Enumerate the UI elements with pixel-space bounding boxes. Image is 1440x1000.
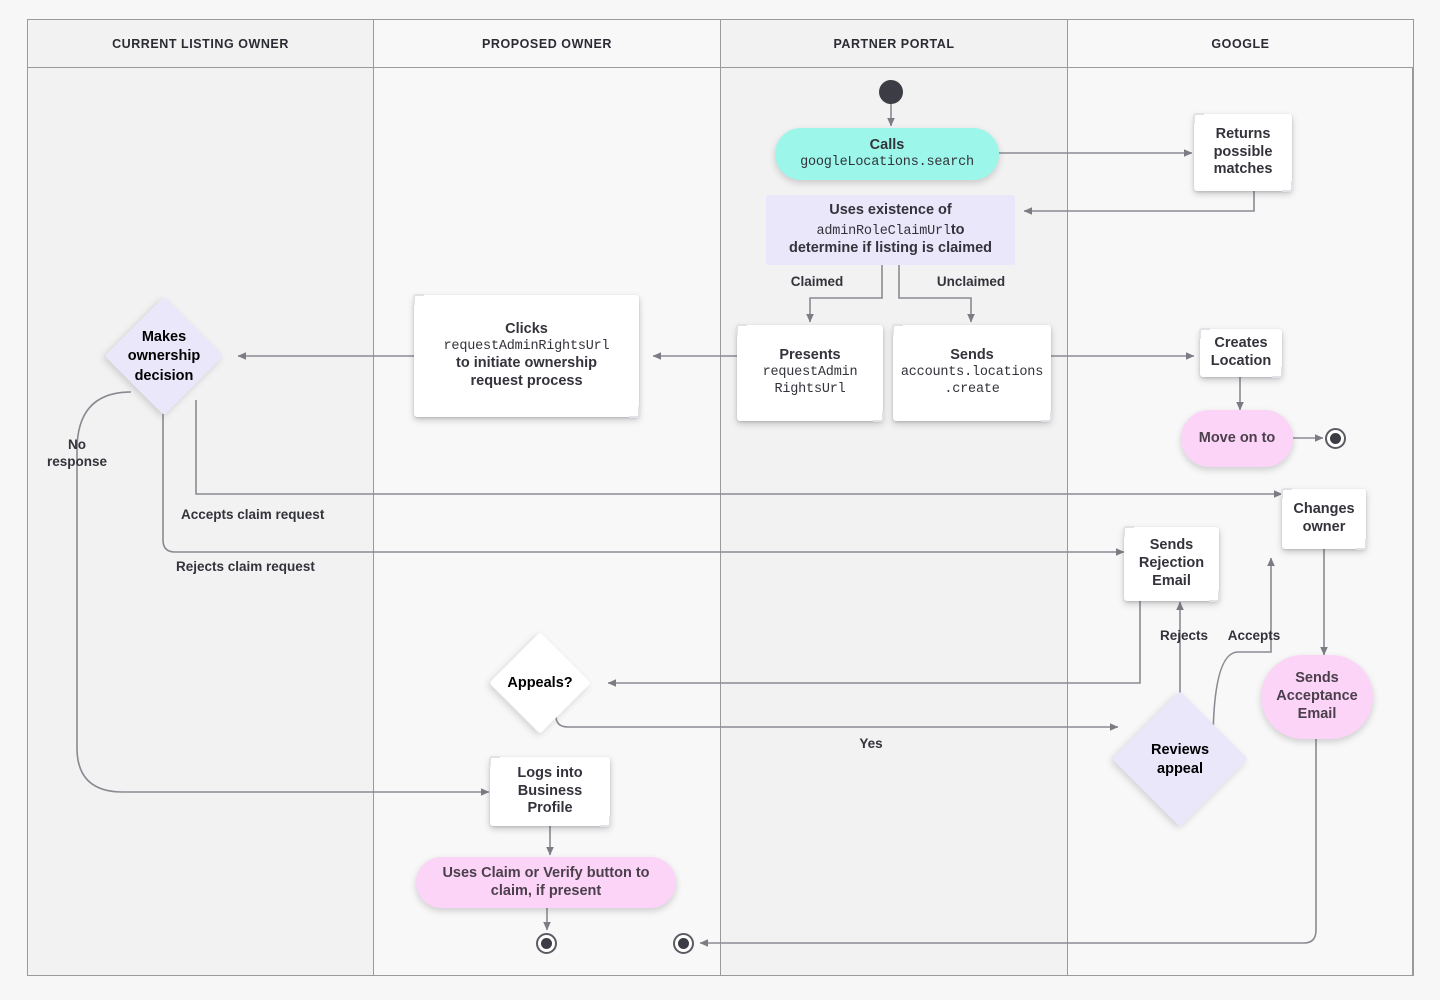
- lane-header-current-listing-owner: CURRENT LISTING OWNER: [28, 20, 374, 68]
- node-line: owner: [1302, 519, 1346, 535]
- end-node-proposed-owner: [536, 933, 557, 954]
- lane-body-proposed-owner: [374, 68, 721, 975]
- node-returns-possible-matches[interactable]: Returns possible matches: [1193, 113, 1293, 192]
- node-line: to initiate ownership: [456, 355, 597, 372]
- node-line: Sends: [1295, 670, 1339, 687]
- node-line: Sends: [1149, 537, 1194, 554]
- node-line: Returns: [1215, 125, 1271, 142]
- end-node-partner-portal: [673, 933, 694, 954]
- lane-label-current-listing-owner: CURRENT LISTING OWNER: [112, 36, 289, 51]
- edge-label-claimed: Claimed: [790, 274, 844, 289]
- node-line: adminRoleClaimUrl: [816, 223, 951, 239]
- node-line: claim, if present: [490, 882, 602, 899]
- edge-label-yes: Yes: [859, 736, 883, 751]
- node-makes-ownership-decision[interactable]: Makes ownership decision: [104, 296, 224, 416]
- node-line-mono-with-suffix: adminRoleClaimUrlto: [816, 220, 964, 241]
- lane-header-proposed-owner: PROPOSED OWNER: [374, 20, 721, 68]
- node-line: googleLocations.search: [800, 154, 974, 170]
- node-line: Uses Claim or Verify button to: [442, 864, 650, 881]
- node-line: Rejection: [1138, 555, 1205, 572]
- node-line: request process: [470, 373, 583, 390]
- node-line: appeal: [1157, 761, 1203, 777]
- node-line: RightsUrl: [774, 381, 846, 397]
- node-line: to: [950, 221, 965, 238]
- node-line: Location: [1210, 353, 1272, 369]
- start-node: [879, 80, 903, 104]
- node-line: Acceptance: [1276, 688, 1358, 705]
- node-changes-owner[interactable]: Changes owner: [1281, 488, 1367, 550]
- node-line: Move on to: [1198, 429, 1276, 446]
- edge-label-rejects: Rejects: [1159, 628, 1209, 643]
- node-line: Logs into: [517, 764, 583, 781]
- node-line: ownership: [127, 348, 201, 365]
- node-line: .create: [944, 381, 1000, 397]
- node-uses-claim-or-verify-button[interactable]: Uses Claim or Verify button to claim, if…: [416, 857, 676, 908]
- node-presents-request-admin-rights-url[interactable]: Presents requestAdmin RightsUrl: [736, 324, 884, 422]
- node-creates-location[interactable]: Creates Location: [1199, 328, 1283, 378]
- node-clicks-request-admin-rights-url[interactable]: Clicks requestAdminRightsUrl to initiate…: [413, 294, 640, 418]
- node-line: Business: [517, 782, 583, 799]
- lane-label-proposed-owner: PROPOSED OWNER: [482, 36, 612, 51]
- node-line: Uses existence of: [829, 201, 952, 218]
- node-line: Appeals?: [507, 675, 573, 692]
- node-line: Makes: [141, 328, 187, 345]
- node-move-on-to[interactable]: Move on to: [1181, 410, 1293, 467]
- node-line: Calls: [869, 136, 905, 153]
- edge-label-accepts-claim-request: Accepts claim request: [181, 507, 325, 522]
- edge-label-no-response: No response: [30, 437, 124, 471]
- node-line: Presents: [779, 347, 841, 364]
- edge-label-rejects-claim-request: Rejects claim request: [176, 559, 315, 574]
- node-line: matches: [1213, 161, 1273, 178]
- node-line: Reviews: [1150, 741, 1210, 758]
- diamond-label: Reviews appeal: [1132, 740, 1228, 779]
- lane-header-google: GOOGLE: [1068, 20, 1413, 68]
- lane-label-partner-portal: PARTNER PORTAL: [833, 36, 955, 51]
- node-line: Sends: [950, 347, 994, 364]
- diamond-label: Appeals?: [507, 673, 572, 692]
- node-line: requestAdmin: [762, 365, 858, 381]
- edge-label-line: response: [46, 453, 108, 469]
- edge-label-unclaimed: Unclaimed: [936, 274, 1006, 289]
- diamond-label: Makes ownership decision: [122, 327, 206, 385]
- node-sends-accounts-locations-create[interactable]: Sends accounts.locations .create: [892, 324, 1052, 422]
- node-appeals-decision[interactable]: Appeals?: [489, 632, 591, 734]
- node-reviews-appeal[interactable]: Reviews appeal: [1112, 691, 1248, 827]
- node-line: Changes: [1293, 501, 1355, 518]
- node-line: Profile: [527, 800, 573, 817]
- node-line: accounts.locations: [900, 365, 1044, 381]
- node-line: decision: [134, 367, 194, 384]
- lane-label-google: GOOGLE: [1211, 36, 1270, 51]
- node-line: Email: [1152, 572, 1191, 589]
- node-line: determine if listing is claimed: [788, 240, 993, 257]
- lane-header-partner-portal: PARTNER PORTAL: [721, 20, 1068, 68]
- node-sends-acceptance-email[interactable]: Sends Acceptance Email: [1261, 655, 1373, 739]
- node-logs-into-business-profile[interactable]: Logs into Business Profile: [489, 756, 611, 827]
- node-sends-rejection-email[interactable]: Sends Rejection Email: [1123, 526, 1220, 602]
- node-line: Email: [1297, 705, 1337, 722]
- edge-label-accepts: Accepts: [1227, 628, 1281, 643]
- edge-label-line: No: [68, 437, 86, 452]
- end-node-google: [1325, 428, 1346, 449]
- node-line: possible: [1213, 143, 1273, 160]
- node-uses-existence-of-admin-role-claim-url[interactable]: Uses existence of adminRoleClaimUrlto de…: [766, 195, 1015, 265]
- node-line: requestAdminRightsUrl: [443, 338, 610, 354]
- node-line: Clicks: [505, 320, 548, 337]
- node-calls-google-locations-search[interactable]: Calls googleLocations.search: [775, 128, 999, 180]
- node-line: Creates: [1214, 335, 1268, 352]
